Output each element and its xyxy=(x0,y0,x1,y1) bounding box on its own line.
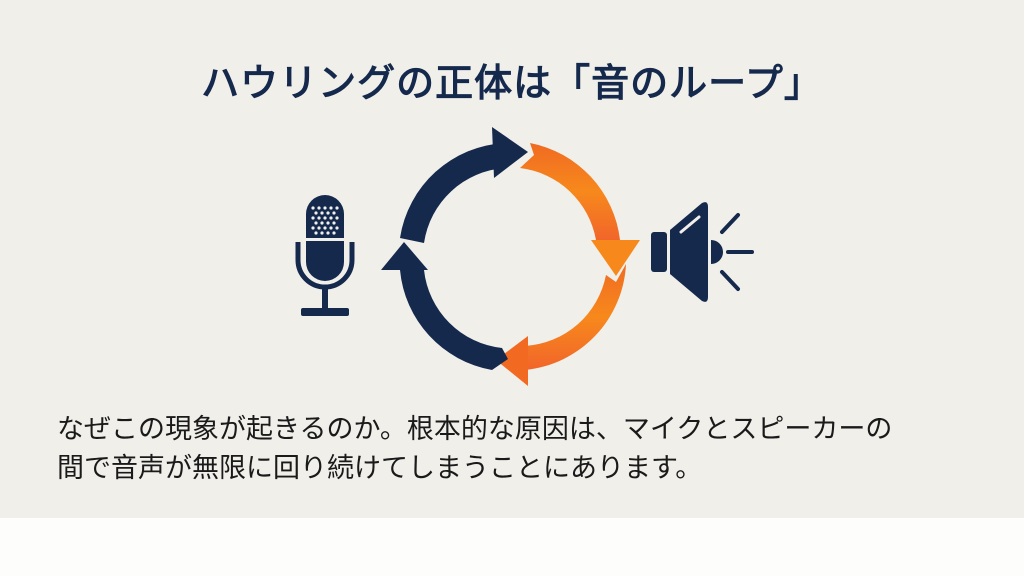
loop-arrow-bottom-right xyxy=(496,264,626,386)
body-line-2: 間で音声が無限に回り続けてしまうことにあります。 xyxy=(57,453,703,484)
slide: ハウリングの正体は「音のループ」 xyxy=(0,0,1024,518)
body-line-1: なぜこの現象が起きるのか。根本的な原因は、マイクとスピーカーの xyxy=(57,414,893,445)
bottom-band xyxy=(0,518,1024,576)
loop-arrow-top-right xyxy=(520,143,640,276)
speaker-icon xyxy=(651,202,754,302)
loop-arrow-bottom-left xyxy=(381,242,508,370)
loop-arrow-top-left xyxy=(400,127,528,243)
slide-title: ハウリングの正体は「音のループ」 xyxy=(201,61,823,105)
body-text: なぜこの現象が起きるのか。根本的な原因は、マイクとスピーカーの 間で音声が無限に… xyxy=(57,410,977,488)
microphone-icon xyxy=(295,195,355,316)
loop-diagram xyxy=(295,127,754,386)
